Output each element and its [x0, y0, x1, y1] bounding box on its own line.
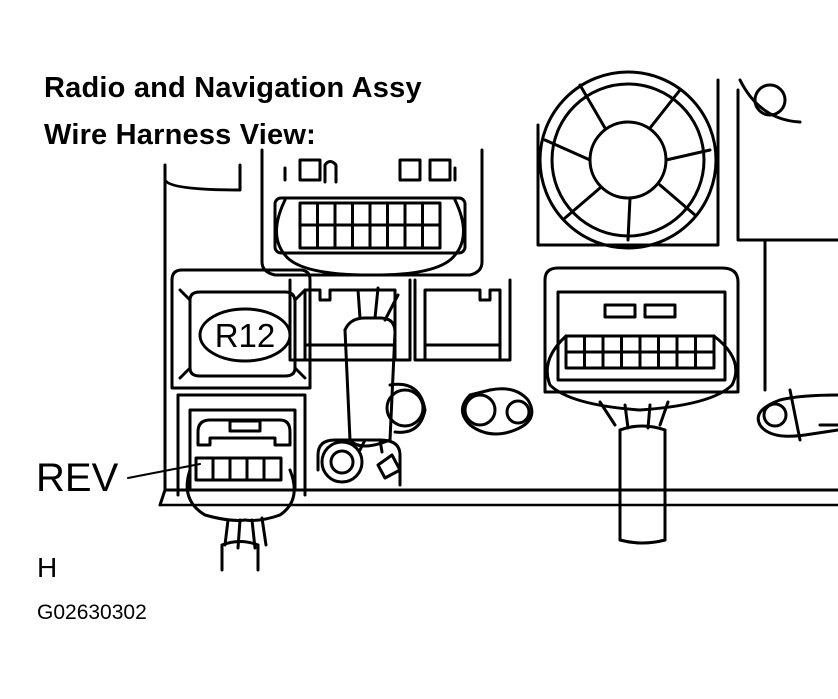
mount-right-edge: [756, 388, 838, 442]
connector-r12-label: R12: [215, 317, 276, 354]
rev-callout-label: REV: [36, 456, 119, 500]
rev-leader-line: [127, 463, 201, 479]
bracket-bolt-center: [316, 438, 402, 487]
connector-right: [543, 266, 740, 545]
connector-rev: [176, 393, 307, 572]
socket-pair-center: [288, 278, 512, 362]
page-title-line-2: Wire Harness View:: [44, 119, 316, 151]
connector-top-center: [260, 148, 484, 277]
page-title-line-1: Radio and Navigation Assy: [44, 72, 422, 104]
bracket-mount-center: [461, 387, 534, 436]
harness-center: [343, 286, 427, 454]
figure-code: G02630302: [37, 601, 147, 624]
connector-r12: [170, 268, 312, 390]
view-letter: H: [37, 552, 58, 583]
unit-housing: [158, 88, 838, 507]
mounting-hole-top-right: [738, 78, 802, 124]
cooling-fan: [536, 70, 720, 250]
